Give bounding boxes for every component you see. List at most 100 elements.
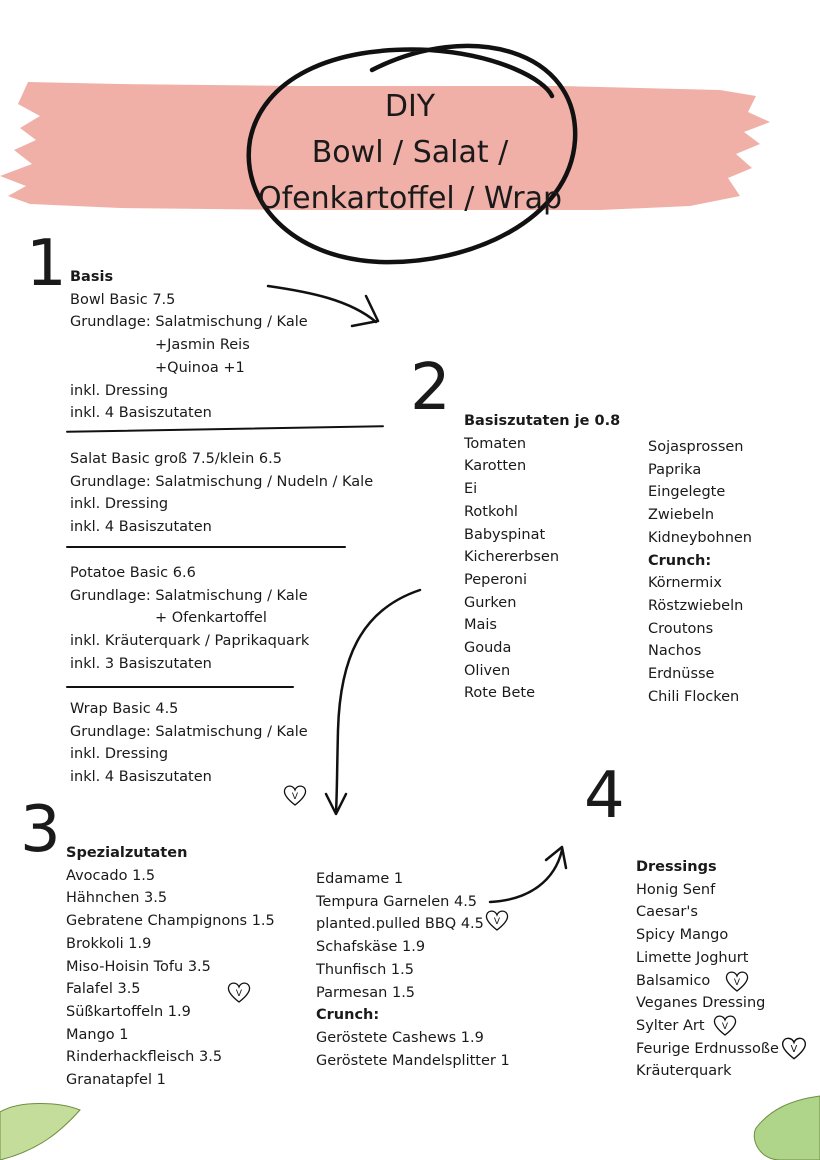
bowl-basic: Bowl Basic 7.5 bbox=[70, 291, 176, 308]
leaf-left bbox=[0, 1103, 81, 1160]
spezial-item: Falafel 3.5 bbox=[66, 981, 141, 998]
spezial-item: Rinderhackfleisch 3.5 bbox=[66, 1049, 223, 1066]
spezial-item: Süßkartoffeln 1.9 bbox=[66, 1003, 191, 1020]
crunch-item: Croutons bbox=[648, 620, 714, 637]
arrow-3-to-4 bbox=[488, 848, 564, 904]
spezial-item: Thunfisch 1.5 bbox=[316, 961, 414, 978]
basis-item: Gouda bbox=[464, 640, 512, 657]
basis-item: Peperoni bbox=[464, 571, 528, 588]
spezial-item: Edamame 1 bbox=[316, 871, 404, 887]
dressing-item: Spicy Mango bbox=[636, 927, 729, 944]
wrap-basic: Wrap Basic 4.5 bbox=[70, 701, 179, 717]
crunch-item: Nachos bbox=[648, 643, 702, 660]
spezial-item: planted.pulled BBQ 4.5 bbox=[316, 916, 484, 933]
basis-heading: Basis bbox=[70, 269, 114, 285]
vegan-heart-icon: V bbox=[713, 1015, 737, 1036]
dressing-item: Caesar's bbox=[636, 904, 698, 921]
dressing-item: Kräuterquark bbox=[636, 1063, 732, 1080]
potatoe-ofenkartoffel: + Ofenkartoffel bbox=[155, 610, 267, 627]
basiszutaten-col1: Basiszutaten je 0.8 Tomaten Karotten Ei … bbox=[464, 410, 620, 705]
spezial-item: Gebratene Champignons 1.5 bbox=[66, 913, 275, 930]
basis-item: Zwiebeln bbox=[648, 507, 715, 524]
wrap-grundlage: Grundlage: Salatmischung / Kale bbox=[70, 723, 308, 740]
dressing-item: Balsamico bbox=[636, 972, 711, 989]
wrap-basic-block: Wrap Basic 4.5 Grundlage: Salatmischung … bbox=[70, 698, 308, 789]
vegan-heart-label: V bbox=[734, 978, 741, 988]
dressing-item: Limette Joghurt bbox=[636, 949, 749, 966]
basis-item: Paprika bbox=[648, 461, 702, 478]
vegan-heart-label: V bbox=[791, 1044, 798, 1055]
vegan-heart-icon: V bbox=[725, 971, 749, 992]
vegan-heart-label: V bbox=[292, 792, 299, 802]
basiszutaten-heading: Basiszutaten je 0.8 bbox=[464, 413, 621, 429]
spezial-heading: Spezialzutaten bbox=[66, 845, 188, 861]
vegan-heart-label: V bbox=[722, 1022, 729, 1032]
basis-item: Tomaten bbox=[464, 435, 527, 452]
vegan-heart-label: V bbox=[236, 989, 243, 999]
title-ofenkartoffel-wrap: Ofenkartoffel / Wrap bbox=[257, 181, 563, 216]
basis-item: Babyspinat bbox=[464, 526, 546, 543]
spezial-item: Tempura Garnelen 4.5 bbox=[316, 893, 478, 910]
leaf-right bbox=[753, 1095, 820, 1160]
step-number-4: 4 bbox=[584, 759, 625, 833]
spezial-item: Miso-Hoisin Tofu 3.5 bbox=[66, 958, 211, 975]
vegan-heart-icon: V bbox=[283, 785, 307, 806]
salat-basic: Salat Basic groß 7.5/klein 6.5 bbox=[70, 451, 282, 467]
bowl-jasmin-reis: +Jasmin Reis bbox=[155, 337, 250, 354]
basis-item: Eingelegte bbox=[648, 484, 726, 501]
spezial-item: Mango 1 bbox=[66, 1026, 129, 1043]
spezial-item: Parmesan 1.5 bbox=[316, 984, 416, 1001]
title-diy: DIY bbox=[384, 89, 436, 124]
basis-crunch-heading: Crunch: bbox=[648, 552, 712, 569]
wrap-dressing: inkl. Dressing bbox=[70, 746, 169, 763]
crunch-item: Chili Flocken bbox=[648, 688, 740, 705]
arrow-2-to-3-head bbox=[324, 792, 348, 816]
wrap-basiszutaten: inkl. 4 Basiszutaten bbox=[70, 769, 212, 786]
salat-dressing: inkl. Dressing bbox=[70, 496, 169, 513]
dressings-heading: Dressings bbox=[636, 859, 717, 875]
title-bowl-salat: Bowl / Salat / bbox=[311, 135, 509, 170]
spezial-item: Schafskäse 1.9 bbox=[316, 939, 426, 956]
bowl-dressing: inkl. Dressing bbox=[70, 382, 169, 399]
basis-item: Rote Bete bbox=[464, 685, 535, 702]
vegan-heart-icon: V bbox=[227, 982, 251, 1003]
step-number-2: 2 bbox=[410, 351, 451, 425]
spezial-item: Avocado 1.5 bbox=[66, 867, 156, 884]
basis-item: Oliven bbox=[464, 662, 511, 679]
basis-item: Kichererbsen bbox=[464, 549, 560, 566]
potatoe-basic: Potatoe Basic 6.6 bbox=[70, 565, 196, 581]
spezial-col2: Edamame 1 Tempura Garnelen 4.5 planted.p… bbox=[316, 868, 510, 1072]
vegan-heart-icon: V bbox=[781, 1037, 807, 1060]
basis-item: Gurken bbox=[464, 594, 517, 611]
arrow-2-to-3 bbox=[334, 588, 422, 814]
potatoe-basiszutaten: inkl. 3 Basiszutaten bbox=[70, 655, 212, 672]
basis-section: Basis Bowl Basic 7.5 Grundlage: Salatmis… bbox=[70, 266, 308, 425]
step-number-3: 3 bbox=[20, 793, 61, 867]
bowl-quinoa: +Quinoa +1 bbox=[155, 359, 245, 376]
dressing-item: Feurige Erdnussoße bbox=[636, 1040, 779, 1057]
basiszutaten-col2: Sojasprossen Paprika Eingelegte Zwiebeln… bbox=[648, 436, 752, 708]
basis-item: Mais bbox=[464, 617, 497, 634]
basis-item: Ei bbox=[464, 481, 478, 498]
dressing-item: Honig Senf bbox=[636, 881, 716, 898]
spezial-crunch-heading: Crunch: bbox=[316, 1007, 380, 1024]
spezial-item: Brokkoli 1.9 bbox=[66, 935, 152, 952]
spezial-col1: Spezialzutaten Avocado 1.5 Hähnchen 3.5 … bbox=[66, 842, 275, 1092]
crunch-item: Erdnüsse bbox=[648, 666, 715, 683]
divider-3 bbox=[66, 686, 294, 688]
vegan-heart-icon: V bbox=[485, 910, 509, 931]
step-number-1: 1 bbox=[26, 227, 67, 301]
salat-basic-block: Salat Basic groß 7.5/klein 6.5 Grundlage… bbox=[70, 448, 373, 539]
dressings-section: Dressings Honig Senf Caesar's Spicy Mang… bbox=[636, 856, 779, 1083]
salat-grundlage: Grundlage: Salatmischung / Nudeln / Kale bbox=[70, 473, 374, 490]
title-circle bbox=[246, 43, 578, 265]
potatoe-grundlage: Grundlage: Salatmischung / Kale bbox=[70, 587, 308, 604]
bowl-grundlage: Grundlage: Salatmischung / Kale bbox=[70, 314, 308, 331]
bowl-basiszutaten: inkl. 4 Basiszutaten bbox=[70, 405, 212, 422]
crunch-item: Röstzwiebeln bbox=[648, 597, 744, 614]
vegan-heart-label: V bbox=[494, 917, 501, 927]
arrow-3-to-4-head bbox=[544, 845, 568, 870]
basis-item: Karotten bbox=[464, 458, 527, 475]
divider-2 bbox=[66, 546, 346, 548]
